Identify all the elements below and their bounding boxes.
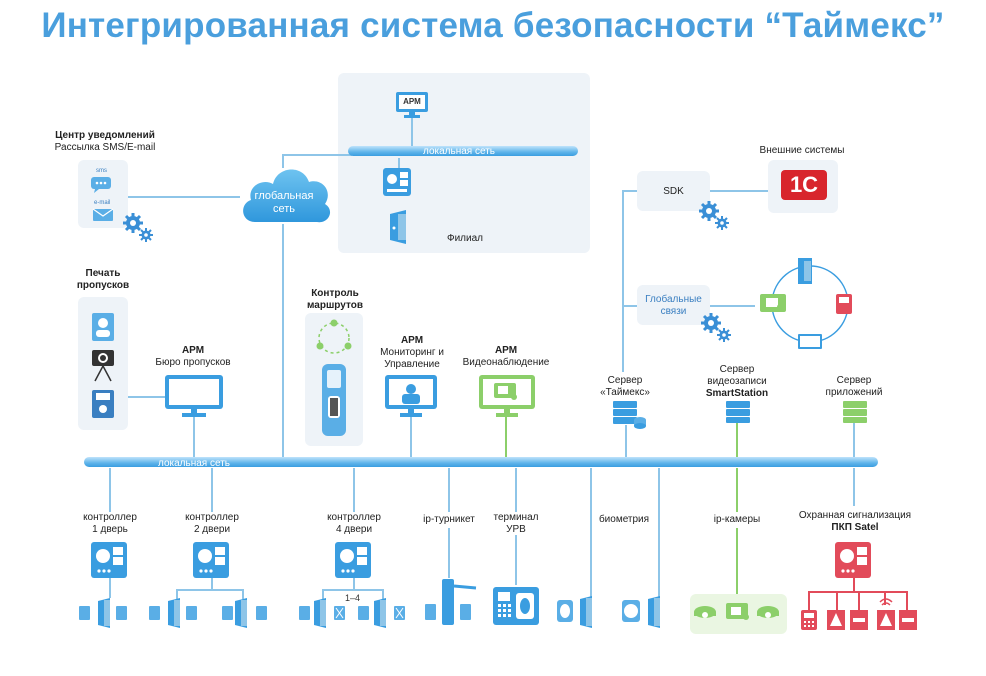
sms-tag: sms <box>96 168 107 174</box>
server-timex-label-1: Сервер <box>607 375 643 386</box>
print-label-1: Печать <box>85 268 121 279</box>
ctrl2-label-1: контроллер <box>185 512 239 523</box>
sdk-gear-icon <box>699 201 729 230</box>
server-timex-label-2: «Таймекс» <box>600 387 650 398</box>
patrol-reader-icon <box>322 364 346 436</box>
ctrl1-label-2: 1 дверь <box>92 524 128 535</box>
route-ring-icon <box>316 319 352 354</box>
ipcams-label: ip-камеры <box>713 514 761 525</box>
link-video-arm <box>505 415 507 458</box>
arm-monitoring-label-1: АРМ <box>400 335 424 346</box>
server-apps-label-1: Сервер <box>836 375 872 386</box>
global-links-panel <box>637 285 710 325</box>
branch-panel <box>338 73 590 253</box>
link-cloud-bus <box>282 224 284 458</box>
link-sdk-external <box>710 190 768 192</box>
gear-icon <box>123 213 153 242</box>
branch-monitor-icon <box>396 92 428 118</box>
branch-lan-bus <box>348 146 578 156</box>
server-video-icon <box>726 401 750 423</box>
email-icon <box>92 208 114 221</box>
branch-lan-label: локальная сеть <box>423 146 496 157</box>
link-print-arm <box>128 396 165 398</box>
link-notify-cloud <box>128 196 240 198</box>
notify-title: Центр уведомлений <box>55 130 155 141</box>
arm-video-monitor-icon <box>479 375 535 417</box>
logo-1c: 1С <box>781 170 827 200</box>
branch-door-icon <box>390 210 406 244</box>
door-set-1-icon <box>79 598 127 628</box>
arm-bureau-label-1: АРМ <box>181 345 205 356</box>
route-label-1: Контроль <box>311 288 359 299</box>
alarm-sensors-icon <box>801 598 917 630</box>
biometry-icon <box>557 596 660 628</box>
camera-icon <box>92 350 114 382</box>
alarm-panel-icon <box>835 542 871 578</box>
ctrl4-label-1: контроллер <box>327 512 381 523</box>
ctrl2-label-2: 2 двери <box>193 524 231 535</box>
arm-bureau-monitor-icon <box>165 375 223 417</box>
badge-icon <box>92 313 114 341</box>
server-video-label-1: Сервер <box>719 364 755 375</box>
ctrl4-range: 1–4 <box>345 593 361 603</box>
terminal-label-2: УРВ <box>506 524 526 535</box>
door-set-4-icon <box>299 598 405 628</box>
global-links-label-2: связи <box>660 306 687 317</box>
biometry-label: биометрия <box>598 514 650 525</box>
controller-1-icon <box>91 542 127 578</box>
controller-2-icon <box>193 542 229 578</box>
turnstile-icon <box>425 579 477 625</box>
ipcams-icon <box>694 603 779 620</box>
link-global-ring <box>710 305 755 307</box>
notify-subtitle: Рассылка SMS/E-mail <box>54 142 156 153</box>
server-video-label-2: видеозаписи <box>707 376 767 387</box>
sdk-label: SDK <box>663 186 684 197</box>
branch-arm-label: АРМ <box>403 97 421 106</box>
branch-name: Филиал <box>446 233 483 244</box>
arm-monitoring-label-3: Управление <box>384 359 440 370</box>
branch-controller-icon <box>383 168 411 196</box>
cloud-label-2: сеть <box>272 203 296 215</box>
terminal-label-1: терминал <box>493 512 539 523</box>
global-links-label-1: Глобальные <box>645 294 702 305</box>
main-lan-bus <box>84 457 878 467</box>
arm-video-label-1: АРМ <box>494 345 518 356</box>
sms-icon <box>91 177 111 193</box>
server-timex-icon <box>613 401 646 429</box>
external-title: Внешние системы <box>759 145 845 156</box>
arm-video-label-2: Видеонаблюдение <box>462 357 550 368</box>
alarm-label-2: ПКП Satel <box>831 522 879 533</box>
alarm-label-1: Охранная сигнализация <box>798 510 912 521</box>
ctrl4-label-2: 4 двери <box>335 524 373 535</box>
route-label-2: маршрутов <box>307 300 363 311</box>
arm-monitoring-monitor-icon <box>385 375 437 417</box>
server-apps-label-2: приложений <box>825 387 883 398</box>
sdk-panel <box>637 171 710 211</box>
turnstile-label: ip-турникет <box>423 514 475 525</box>
arm-bureau-label-2: Бюро пропусков <box>155 357 231 368</box>
arm-monitoring-label-2: Мониторинг и <box>380 347 444 358</box>
controller-4-icon <box>335 542 371 578</box>
main-lan-label: локальная сеть <box>158 458 231 469</box>
cloud-icon <box>243 169 331 223</box>
cloud-label-1: глобальная <box>254 190 314 202</box>
global-gear-icon <box>701 313 731 342</box>
server-video-label-3: SmartStation <box>705 388 769 399</box>
print-label-2: пропусков <box>76 280 130 291</box>
server-apps-icon <box>843 401 867 423</box>
terminal-icon <box>493 587 539 625</box>
page-title: Интегрированная система безопасности “Та… <box>41 6 945 45</box>
door-set-2-icon <box>149 598 267 628</box>
card-reader-icon <box>92 390 114 418</box>
link-cloud-branch <box>282 154 352 156</box>
ctrl1-label-1: контроллер <box>83 512 137 523</box>
link-sdk-server <box>622 190 624 372</box>
email-tag: e-mail <box>94 200 111 206</box>
global-ring-icon <box>760 258 852 349</box>
